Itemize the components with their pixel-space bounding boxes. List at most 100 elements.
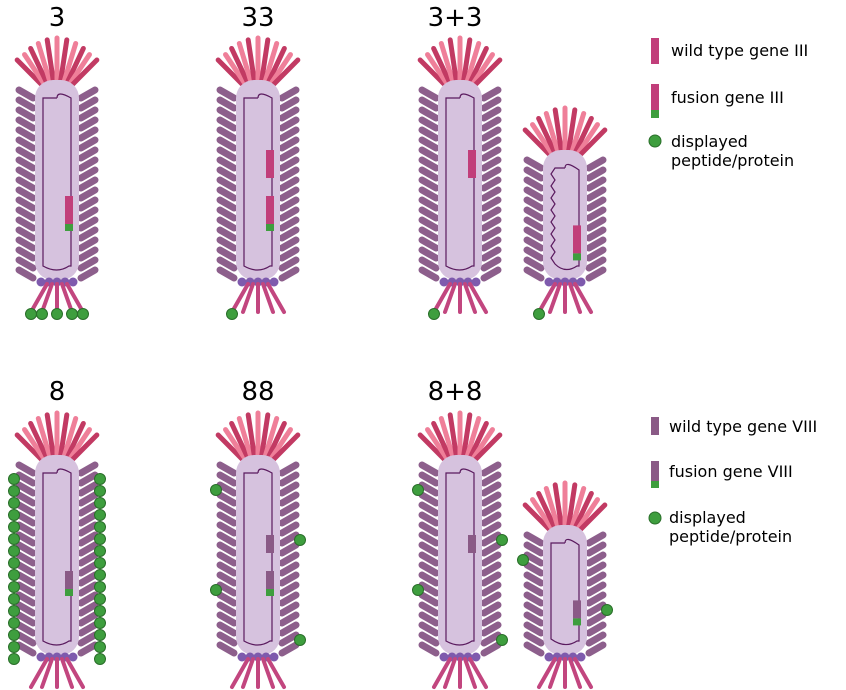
genome-loop: [243, 93, 273, 271]
coat-protein: [15, 176, 37, 192]
coat-protein: [585, 196, 607, 212]
legend-fusion-gene3-tag: [651, 110, 659, 118]
top-protein: [522, 127, 552, 157]
panel-title-8: 8: [49, 377, 66, 407]
bottom-protein: [40, 282, 54, 314]
coat-protein: [15, 631, 37, 647]
coat-protein: [585, 156, 607, 172]
top-protein: [229, 420, 251, 462]
coat-protein: [278, 471, 300, 487]
top-protein: [467, 45, 489, 87]
top-protein: [463, 415, 482, 462]
wildtype-gene-box: [266, 535, 274, 553]
wildtype-gene-box: [468, 535, 476, 553]
peptide-dot: [428, 308, 440, 320]
bottom-protein: [230, 657, 250, 689]
fusion-tag: [65, 589, 73, 596]
coat-protein: [216, 216, 238, 232]
top-protein: [578, 502, 608, 532]
coat-protein: [480, 521, 502, 537]
peptide-dot: [412, 584, 424, 596]
bottom-protein: [537, 282, 557, 314]
coat-protein: [418, 561, 440, 577]
phage-4-0: [210, 410, 306, 689]
coat-protein: [77, 461, 99, 477]
coat-protein: [418, 511, 440, 527]
coat-protein: [77, 206, 99, 222]
displayed-peptides: [226, 308, 238, 320]
coat-protein: [15, 166, 37, 182]
peptide-dot: [8, 581, 20, 593]
top-protein: [64, 420, 86, 462]
coat-protein: [15, 196, 37, 212]
coat-protein: [278, 106, 300, 122]
displayed-peptides: [517, 554, 613, 616]
top-protein: [470, 427, 495, 462]
coat-protein: [480, 641, 502, 657]
coat-protein: [278, 236, 300, 252]
peptide-dot: [8, 617, 20, 629]
phage-5-0: [412, 410, 508, 689]
coat-protein: [585, 571, 607, 587]
coat-protein: [418, 631, 440, 647]
top-protein-fan: [417, 410, 503, 462]
coat-protein: [278, 541, 300, 557]
bottom-protein: [468, 657, 488, 689]
coat-protein: [278, 256, 300, 272]
coat-protein: [15, 136, 37, 152]
coat-protein: [15, 126, 37, 142]
fusion-gene-box: [266, 571, 274, 589]
legend-fusion-gene3-label: fusion gene III: [671, 88, 784, 107]
top-protein: [417, 57, 447, 87]
coat-protein: [278, 491, 300, 507]
coat-protein: [15, 146, 37, 162]
bottom-protein: [573, 282, 593, 314]
coat-protein: [418, 621, 440, 637]
coat-protein: [15, 206, 37, 222]
peptide-dot: [8, 497, 20, 509]
coat-protein: [523, 206, 545, 222]
top-protein: [568, 485, 587, 532]
coat-protein: [216, 461, 238, 477]
panel-title-33: 33: [241, 3, 274, 33]
fusion-tag: [266, 224, 274, 231]
coat-protein: [278, 166, 300, 182]
coat-protein: [480, 96, 502, 112]
top-protein: [67, 52, 92, 87]
coat-protein: [15, 561, 37, 577]
base-proteins: [29, 652, 85, 689]
genome-loop: [445, 93, 475, 271]
base-proteins: [29, 277, 85, 314]
coat-protein: [15, 571, 37, 587]
fusion-tag: [573, 618, 581, 626]
coat-protein: [15, 481, 37, 497]
coat-protein: [278, 641, 300, 657]
coat-protein: [523, 156, 545, 172]
base-knob: [576, 652, 586, 662]
peptide-dot: [94, 557, 106, 569]
coat-protein: [77, 621, 99, 637]
coat-protein: [216, 641, 238, 657]
base-proteins: [537, 652, 593, 689]
base-knob: [439, 277, 449, 287]
displayed-peptides: [412, 484, 508, 646]
legend-peptide-gene8-label-1: displayed: [669, 508, 746, 527]
coat-protein: [480, 216, 502, 232]
base-knob: [471, 652, 481, 662]
coat-protein: [585, 166, 607, 182]
legend-peptide-gene3-label-2: peptide/protein: [671, 151, 794, 170]
coat-protein: [278, 531, 300, 547]
coat-protein: [216, 226, 238, 242]
coat-protein: [523, 561, 545, 577]
coat-protein: [278, 621, 300, 637]
coat-protein: [418, 216, 440, 232]
bottom-protein: [230, 282, 250, 314]
bottom-protein: [443, 657, 457, 689]
coat-protein: [480, 531, 502, 547]
peptide-dot: [517, 554, 529, 566]
base-proteins: [432, 652, 488, 689]
coat-protein: [480, 246, 502, 262]
coat-protein: [15, 246, 37, 262]
coat-protein: [216, 611, 238, 627]
coat-protein: [15, 461, 37, 477]
